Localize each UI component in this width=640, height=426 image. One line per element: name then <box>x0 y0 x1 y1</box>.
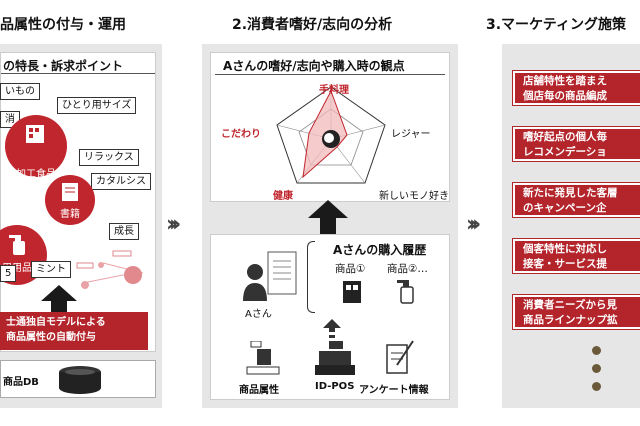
radar-label-health: 健康 <box>273 191 293 202</box>
pos-register-icon <box>315 341 355 375</box>
attribute-card: の特長・訴求ポイント いもの ひとり用サイズ 消 加工食品 (NB) リラックス… <box>0 52 156 352</box>
food-package-icon <box>343 281 361 303</box>
auto-attribute-model-box: 士通独自モデルによる 商品属性の自動付与 <box>0 312 148 350</box>
data-source-card: Aさん Aさんの購入履歴 商品① 商品②… 商品属性 <box>210 234 450 400</box>
marketing-item: 嗜好起点の個人毎 レコメンデーショ <box>512 126 640 162</box>
source-attribute-label: 商品属性 <box>239 385 279 396</box>
step1-panel: の特長・訴求ポイント いもの ひとり用サイズ 消 加工食品 (NB) リラックス… <box>0 44 162 408</box>
product-2-label: 商品②… <box>387 263 428 275</box>
book-icon <box>62 183 78 201</box>
product-attribute-icon <box>246 341 280 375</box>
tag-item: カタルシス <box>91 173 151 190</box>
step2-panel: Aさんの嗜好/志向や購入時の観点 手料理 レジャー 新しいモノ好き 健康 こだわ… <box>202 44 458 408</box>
radar-label-novelty: 新しいモノ好き <box>379 191 449 202</box>
chevron-right-icon: ››› <box>166 212 181 237</box>
marketing-item: 店舗特性を踏まえ 個店毎の商品編成 <box>512 70 640 106</box>
person-icon <box>243 264 267 301</box>
radar-chart <box>276 86 386 184</box>
person-label: Aさん <box>245 309 272 320</box>
radar-label-leisure: レジャー <box>391 129 431 140</box>
step2-subtitle: Aさんの嗜好/志向や購入時の観点 <box>223 59 405 73</box>
source-idpos-label: ID-POS <box>315 381 355 392</box>
radar-label-cooking: 手料理 <box>319 85 349 96</box>
arrow-up-icon <box>41 285 77 319</box>
step1-title: 品属性の付与・運用 <box>0 17 126 33</box>
ellipsis-dot <box>592 346 601 355</box>
circle-books: 書籍 <box>45 175 95 225</box>
marketing-item: 個客特性に対応し 接客・サービス提 <box>512 238 640 274</box>
tag-item: リラックス <box>79 149 139 166</box>
history-bracket <box>307 241 315 313</box>
arrow-up-icon <box>308 200 348 236</box>
marketing-item: 消費者ニーズから見 商品ラインナップ拡 <box>512 294 640 330</box>
tag-item: 5 <box>0 265 17 282</box>
spray-bottle-icon <box>397 280 414 304</box>
survey-icon <box>386 340 414 374</box>
tag-item: ミント <box>31 261 71 278</box>
marketing-item: 新たに発見した客層 のキャンペーン企 <box>512 182 640 218</box>
product-db-box: 商品DB <box>0 360 156 398</box>
step2-title: 2.消費者嗜好/志向の分析 <box>232 17 393 33</box>
chevron-right-icon: ››› <box>466 212 481 237</box>
source-survey-label: アンケート情報 <box>359 385 429 396</box>
network-decoration <box>76 250 144 289</box>
tag-item: 成長 <box>109 223 139 240</box>
preference-card: Aさんの嗜好/志向や購入時の観点 手料理 レジャー 新しいモノ好き 健康 こだわ… <box>210 52 450 202</box>
product-db-label: 商品DB <box>3 377 39 388</box>
step3-title: 3.マーケティング施策 <box>486 17 626 33</box>
radar-label-particular: こだわり <box>221 129 261 140</box>
food-package-icon <box>26 125 44 143</box>
ellipsis-dot <box>592 382 601 391</box>
tag-item: ひとり用サイズ <box>57 97 137 114</box>
spray-bottle-icon <box>9 235 25 255</box>
ellipsis-dot <box>592 364 601 373</box>
database-icon <box>59 366 101 394</box>
circle-processed-food: 加工食品 (NB) <box>5 115 67 192</box>
history-title: Aさんの購入履歴 <box>333 243 427 257</box>
document-icon <box>267 251 297 295</box>
step1-subtitle: の特長・訴求ポイント <box>3 59 124 73</box>
product-1-label: 商品① <box>335 263 366 275</box>
tag-item: いもの <box>0 83 40 100</box>
brain-icon <box>322 130 340 148</box>
